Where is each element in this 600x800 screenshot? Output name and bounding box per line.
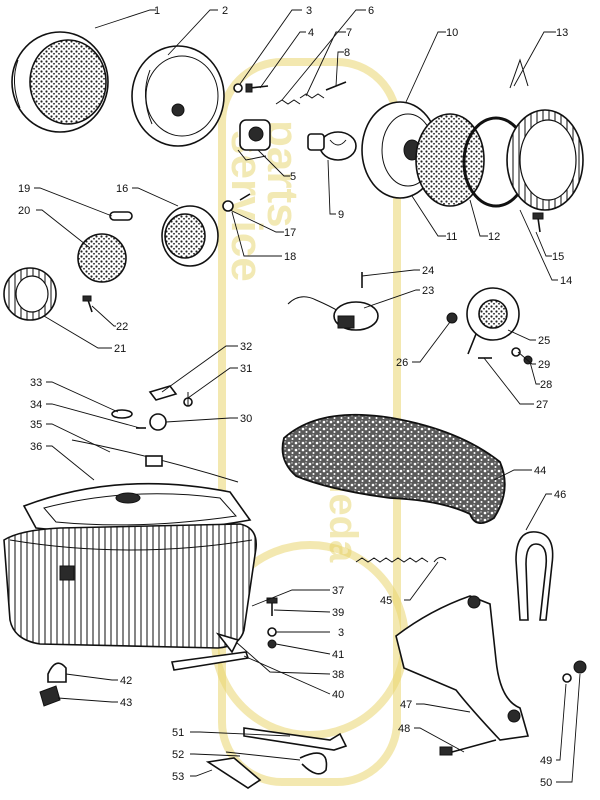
callout-21: 21 — [114, 343, 126, 355]
saddle-spring-part — [355, 556, 447, 563]
callout-10: 10 — [446, 27, 458, 39]
callout-4: 4 — [308, 27, 314, 39]
callout-labels: 1 2 3 4 5 6 7 8 9 10 11 12 13 14 15 16 1… — [18, 5, 572, 789]
callout-38: 38 — [332, 669, 344, 681]
callout-9: 9 — [338, 209, 344, 221]
callout-16: 16 — [116, 183, 128, 195]
strap-part — [71, 439, 239, 483]
callout-5: 5 — [290, 171, 296, 183]
callout-25: 25 — [538, 335, 550, 347]
callout-28: 28 — [540, 379, 552, 391]
callout-20: 20 — [18, 205, 30, 217]
callout-11: 11 — [446, 231, 457, 243]
toolbox-bracket-part — [171, 651, 250, 671]
spanner-part — [205, 757, 262, 789]
callout-1: 1 — [154, 5, 160, 17]
wrench-part — [243, 727, 348, 751]
callout-19: 19 — [18, 183, 30, 195]
leader-lines — [34, 9, 581, 783]
callout-42: 42 — [120, 675, 132, 687]
callout-31: 31 — [240, 363, 252, 375]
callout-3: 3 — [306, 5, 312, 17]
lamp-ring-screw-part — [82, 295, 93, 313]
switch-part — [287, 296, 379, 331]
callout-48: 48 — [398, 723, 410, 735]
callout-52: 52 — [172, 749, 184, 761]
wire-clip-part — [509, 58, 529, 89]
small-screw-part — [233, 83, 269, 93]
callout-15: 15 — [552, 251, 564, 263]
saddle-bracket-part — [395, 595, 530, 741]
callout-35: 35 — [30, 419, 42, 431]
callout-12: 12 — [488, 231, 500, 243]
callout-13: 13 — [556, 27, 568, 39]
bulb-part — [307, 131, 357, 161]
saddle-part — [281, 413, 506, 524]
headlamp-rim-part — [11, 31, 109, 133]
callout-3-lower: 3 — [338, 627, 344, 639]
callout-14: 14 — [560, 275, 572, 287]
callout-30: 30 — [240, 413, 252, 425]
callout-23: 23 — [422, 285, 434, 297]
callout-49: 49 — [540, 755, 552, 767]
toolbox-lid-part — [22, 482, 252, 534]
toolbox-fixings-part — [215, 597, 278, 654]
callout-39: 39 — [332, 607, 344, 619]
callout-53: 53 — [172, 771, 184, 783]
callout-32: 32 — [240, 341, 252, 353]
callout-44: 44 — [534, 465, 546, 477]
callout-8: 8 — [344, 47, 350, 59]
callout-40: 40 — [332, 689, 344, 701]
lamp-ring-part — [3, 267, 57, 321]
callout-47: 47 — [400, 699, 412, 711]
rear-lamp-part — [161, 205, 219, 267]
callout-43: 43 — [120, 697, 132, 709]
outer-rim-part — [506, 109, 584, 211]
callout-24: 24 — [422, 265, 434, 277]
grab-handle-part — [515, 531, 554, 621]
toolbox-body-part — [3, 523, 257, 649]
bracket-fixings-part — [111, 385, 193, 431]
callout-51: 51 — [172, 727, 184, 739]
bulb-holder-part — [237, 119, 271, 161]
callout-18: 18 — [284, 251, 296, 263]
tyre-lever-part — [225, 751, 328, 775]
callout-26: 26 — [396, 357, 408, 369]
callout-34: 34 — [30, 399, 42, 411]
callout-17: 17 — [284, 227, 296, 239]
rear-lens-part — [77, 233, 127, 283]
washer-screw-part — [222, 193, 251, 212]
callout-46: 46 — [554, 489, 566, 501]
callout-6: 6 — [368, 5, 374, 17]
lock-part — [39, 685, 61, 707]
callout-29: 29 — [538, 359, 550, 371]
bracket-nuts-part — [562, 660, 587, 683]
callout-45: 45 — [380, 595, 392, 607]
horn-part — [466, 287, 520, 355]
callout-2: 2 — [222, 5, 228, 17]
headlamp-shell-part — [131, 45, 225, 147]
callout-41: 41 — [332, 649, 344, 661]
lamp-gasket-part — [109, 211, 133, 221]
callout-22: 22 — [116, 321, 128, 333]
callout-37: 37 — [332, 585, 344, 597]
rim-screw-part — [532, 212, 544, 233]
callout-50: 50 — [540, 777, 552, 789]
callout-7: 7 — [346, 27, 352, 39]
bracket-bolt-part — [439, 739, 497, 756]
callout-33: 33 — [30, 377, 42, 389]
callout-36: 36 — [30, 441, 42, 453]
callout-27: 27 — [536, 399, 548, 411]
cap-part — [47, 662, 67, 683]
